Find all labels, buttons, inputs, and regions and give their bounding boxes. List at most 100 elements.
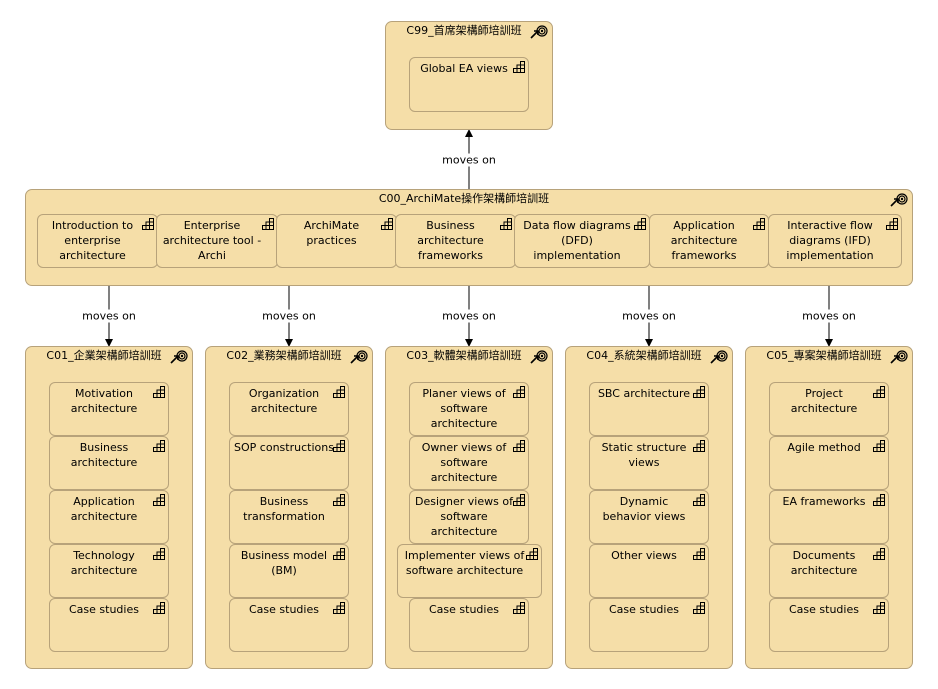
capability-icon	[693, 602, 705, 614]
item-label: Business transformation	[243, 495, 325, 523]
capability-icon	[693, 440, 705, 452]
group-c99[interactable]: C99_首席架構師培訓班 Global EA views	[385, 21, 553, 130]
group-title-c01: C01_企業架構師培訓班	[46, 349, 162, 362]
goal-icon	[710, 350, 728, 364]
connector-label-c01: moves on	[81, 309, 137, 323]
capability-icon	[153, 494, 165, 506]
goal-icon	[350, 350, 368, 364]
group-c01[interactable]: C01_企業架構師培訓班 Motivation architecture Bus…	[25, 346, 193, 669]
capability-icon	[873, 494, 885, 506]
item-label: Owner views of software architecture	[421, 441, 507, 484]
capability-icon	[693, 548, 705, 560]
item-sbc-architecture[interactable]: SBC architecture	[589, 382, 709, 436]
item-archimate-practices[interactable]: ArchiMate practices	[276, 214, 397, 268]
item-intro-ea[interactable]: Introduction to enterprise architecture	[37, 214, 158, 268]
item-label: Global EA views	[420, 62, 508, 75]
connector-label-top: moves on	[441, 153, 497, 167]
item-other-views[interactable]: Other views	[589, 544, 709, 598]
item-label: Introduction to enterprise architecture	[51, 219, 134, 262]
group-c04[interactable]: C04_系統架構師培訓班 SBC architecture Static str…	[565, 346, 733, 669]
item-implementer-views[interactable]: Implementer views of software architectu…	[397, 544, 542, 598]
capability-icon	[333, 494, 345, 506]
item-project-architecture[interactable]: Project architecture	[769, 382, 889, 436]
item-label: Business model (BM)	[240, 549, 328, 577]
group-c00[interactable]: C00_ArchiMate操作架構師培訓班 Introduction to en…	[25, 189, 913, 286]
item-case-studies[interactable]: Case studies	[409, 598, 529, 652]
capability-icon	[333, 602, 345, 614]
group-c03[interactable]: C03_軟體架構師培訓班 Planer views of software ar…	[385, 346, 553, 669]
group-title-c00: C00_ArchiMate操作架構師培訓班	[378, 192, 550, 205]
item-ea-frameworks[interactable]: EA frameworks	[769, 490, 889, 544]
capability-icon	[513, 61, 525, 73]
item-label: Business architecture	[70, 441, 138, 469]
item-label: EA frameworks	[782, 495, 866, 508]
item-label: Application architecture frameworks	[670, 219, 738, 262]
connector-label-c05: moves on	[801, 309, 857, 323]
capability-icon	[262, 218, 274, 230]
goal-icon	[530, 25, 548, 39]
item-designer-views[interactable]: Designer views of software architecture	[409, 490, 529, 544]
item-label: SBC architecture	[597, 387, 691, 400]
item-label: Agile method	[787, 441, 861, 454]
item-global-ea-views[interactable]: Global EA views	[409, 57, 529, 112]
item-ifd-implementation[interactable]: Interactive flow diagrams (IFD) implemen…	[768, 214, 902, 268]
capability-icon	[333, 548, 345, 560]
connector-label-c02: moves on	[261, 309, 317, 323]
item-label: Enterprise architecture tool - Archi	[162, 219, 262, 262]
item-case-studies[interactable]: Case studies	[589, 598, 709, 652]
item-business-architecture[interactable]: Business architecture	[49, 436, 169, 490]
capability-icon	[873, 602, 885, 614]
item-static-structure-views[interactable]: Static structure views	[589, 436, 709, 490]
item-label: Organization architecture	[248, 387, 320, 415]
item-label: Documents architecture	[790, 549, 858, 577]
item-label: Data flow diagrams (DFD) implementation	[523, 219, 631, 262]
item-technology-architecture[interactable]: Technology architecture	[49, 544, 169, 598]
item-case-studies[interactable]: Case studies	[49, 598, 169, 652]
capability-icon	[153, 440, 165, 452]
item-label: Project architecture	[790, 387, 858, 415]
item-label: Case studies	[249, 603, 319, 616]
item-label: Static structure views	[601, 441, 687, 469]
item-organization-architecture[interactable]: Organization architecture	[229, 382, 349, 436]
item-label: Application architecture	[70, 495, 138, 523]
item-label: ArchiMate practices	[303, 219, 360, 247]
capability-icon	[513, 386, 525, 398]
item-owner-views[interactable]: Owner views of software architecture	[409, 436, 529, 490]
capability-icon	[153, 548, 165, 560]
item-documents-architecture[interactable]: Documents architecture	[769, 544, 889, 598]
item-dfd-implementation[interactable]: Data flow diagrams (DFD) implementation	[514, 214, 650, 268]
capability-icon	[634, 218, 646, 230]
capability-icon	[693, 386, 705, 398]
goal-icon	[890, 193, 908, 207]
item-motivation-architecture[interactable]: Motivation architecture	[49, 382, 169, 436]
item-case-studies[interactable]: Case studies	[769, 598, 889, 652]
item-application-arch-frameworks[interactable]: Application architecture frameworks	[649, 214, 769, 268]
item-ea-tool-archi[interactable]: Enterprise architecture tool - Archi	[156, 214, 278, 268]
item-agile-method[interactable]: Agile method	[769, 436, 889, 490]
capability-icon	[333, 440, 345, 452]
item-label: Case studies	[789, 603, 859, 616]
item-dynamic-behavior-views[interactable]: Dynamic behavior views	[589, 490, 709, 544]
goal-icon	[890, 350, 908, 364]
group-title-c03: C03_軟體架構師培訓班	[406, 349, 522, 362]
capability-icon	[142, 218, 154, 230]
group-c02[interactable]: C02_業務架構師培訓班 Organization architecture S…	[205, 346, 373, 669]
item-business-model[interactable]: Business model (BM)	[229, 544, 349, 598]
item-case-studies[interactable]: Case studies	[229, 598, 349, 652]
group-title-c99: C99_首席架構師培訓班	[406, 24, 522, 37]
capability-icon	[513, 494, 525, 506]
item-business-arch-frameworks[interactable]: Business architecture frameworks	[395, 214, 516, 268]
item-business-transformation[interactable]: Business transformation	[229, 490, 349, 544]
capability-icon	[693, 494, 705, 506]
capability-icon	[500, 218, 512, 230]
item-sop-constructions[interactable]: SOP constructions	[229, 436, 349, 490]
group-title-c02: C02_業務架構師培訓班	[226, 349, 342, 362]
item-application-architecture[interactable]: Application architecture	[49, 490, 169, 544]
group-c05[interactable]: C05_專案架構師培訓班 Project architecture Agile …	[745, 346, 913, 669]
capability-icon	[886, 218, 898, 230]
connector-label-c04: moves on	[621, 309, 677, 323]
group-title-c05: C05_專案架構師培訓班	[766, 349, 882, 362]
capability-icon	[513, 602, 525, 614]
item-label: Case studies	[609, 603, 679, 616]
item-planer-views[interactable]: Planer views of software architecture	[409, 382, 529, 436]
